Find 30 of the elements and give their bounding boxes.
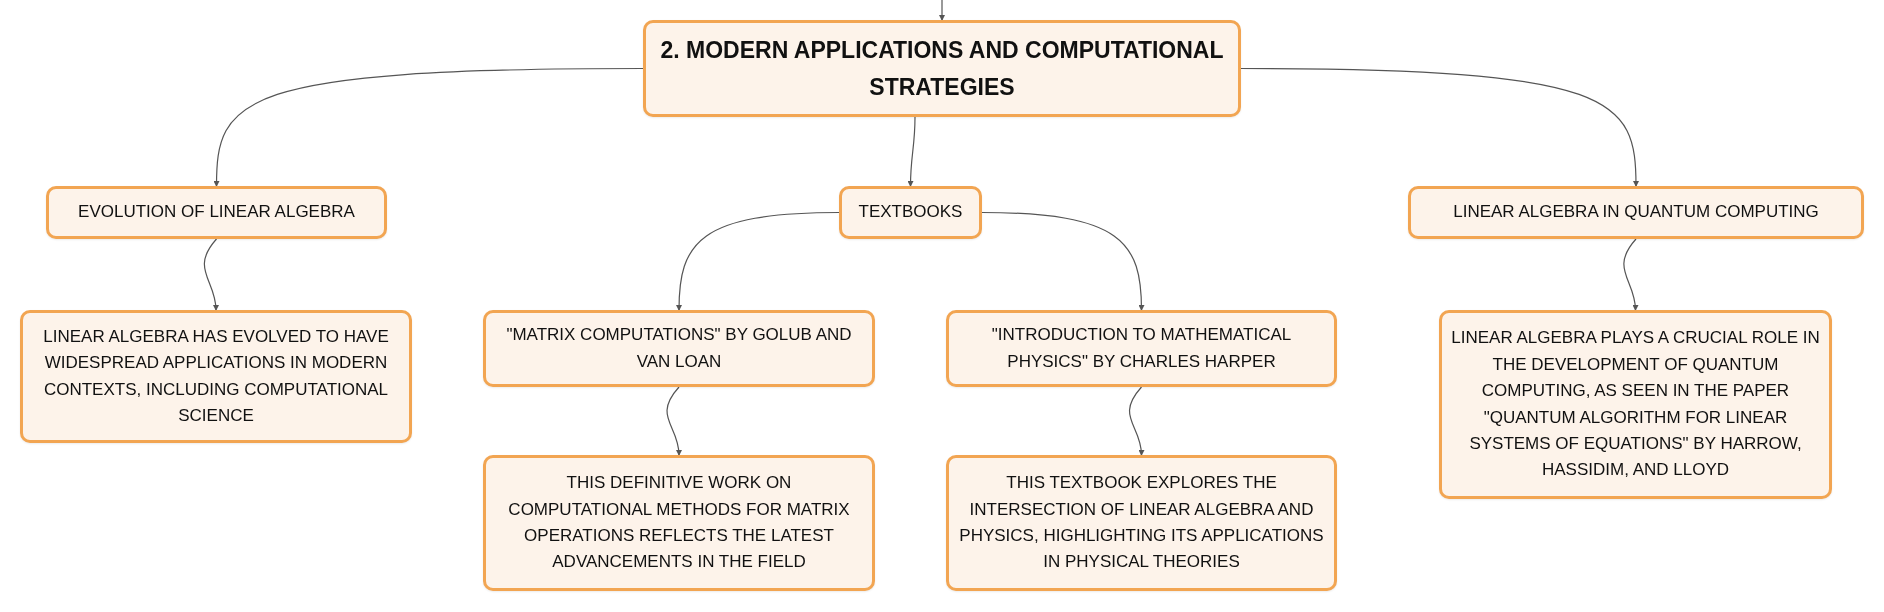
connector-arrow xyxy=(1623,238,1639,311)
subtopic-box xyxy=(46,186,387,239)
node-text: "INTRODUCTION TO MATHEMATICAL PHYSICS" BY CHARLES HARPER xyxy=(990,324,1293,373)
connector-arrow xyxy=(213,67,644,187)
node-text: LINEAR ALGEBRA PLAYS A CRUCIAL ROLE IN THE DEVELOPMENT OF QUANTUM COMPUTING, AS SEEN IN THE PAPER "QUANTUM ALGORITHM FOR LINEAR SYSTEMS OF EQUATIONS" BY HARROW, HASSIDIM, AND LLOYD xyxy=(1450,327,1821,482)
connector-arrow xyxy=(907,116,916,187)
subtopic-box xyxy=(839,186,982,239)
node-text: EVOLUTION OF LINEAR ALGEBRA xyxy=(78,201,355,224)
connector-arrow xyxy=(203,238,219,311)
subtopic-box xyxy=(1439,310,1832,499)
connector-arrow xyxy=(1240,67,1639,187)
node-text: LINEAR ALGEBRA HAS EVOLVED TO HAVE WIDESPREAD APPLICATIONS IN MODERN CONTEXTS, INCLUDING COMPUTATIONAL SCIENCE xyxy=(42,325,390,427)
subtopic-box xyxy=(483,310,875,387)
subtopic-box xyxy=(1408,186,1864,239)
connector-arrow xyxy=(666,386,682,456)
node-text: TEXTBOOKS xyxy=(858,201,963,224)
connector-arrow xyxy=(676,211,840,311)
node-text: THIS DEFINITIVE WORK ON COMPUTATIONAL METHODS FOR MATRIX OPERATIONS REFLECTS THE LATEST ADVANCEMENTS IN THE FIELD xyxy=(507,472,851,574)
connector-arrow xyxy=(1128,386,1145,456)
subtopic-box xyxy=(20,310,412,443)
connector-arrow xyxy=(939,0,945,21)
subtopic-box xyxy=(946,455,1337,591)
topic-box xyxy=(643,20,1241,117)
node-text: LINEAR ALGEBRA IN QUANTUM COMPUTING xyxy=(1453,201,1819,224)
subtopic-box xyxy=(946,310,1337,387)
connector-arrow xyxy=(981,211,1145,311)
node-text: THIS TEXTBOOK EXPLORES THE INTERSECTION OF LINEAR ALGEBRA AND PHYSICS, HIGHLIGHTING ITS APPLICATIONS IN PHYSICAL THEORIES xyxy=(958,472,1325,574)
node-text: "MATRIX COMPUTATIONS" BY GOLUB AND VAN LOAN xyxy=(505,324,853,373)
node-text: 2. MODERN APPLICATIONS AND COMPUTATIONAL STRATEGIES xyxy=(659,35,1225,102)
subtopic-box xyxy=(483,455,875,591)
